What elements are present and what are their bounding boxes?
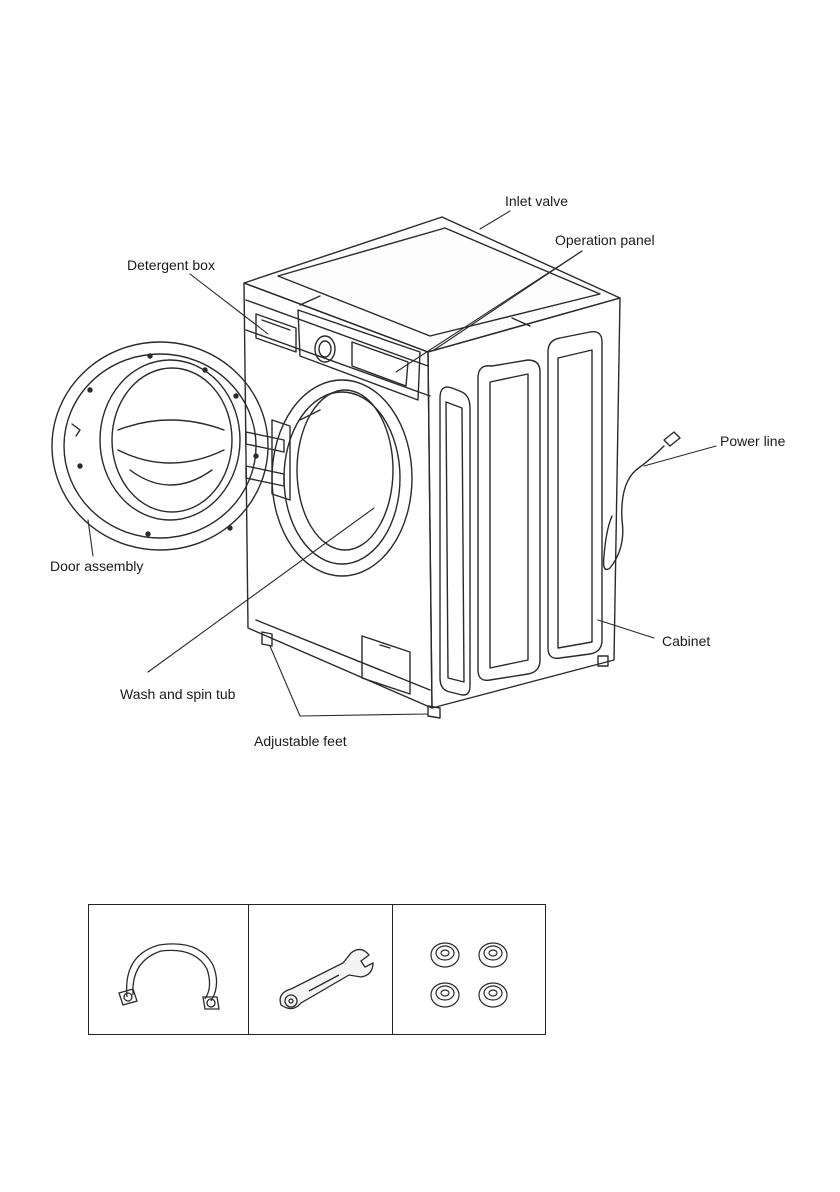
accessory-spanner <box>248 905 392 1034</box>
label-cabinet: Cabinet <box>662 633 710 649</box>
label-adjustable-feet: Adjustable feet <box>254 733 347 749</box>
accessories-box <box>88 904 546 1035</box>
inlet-hose-icon <box>89 905 246 1033</box>
washing-machine-diagram <box>0 0 840 900</box>
label-operation-panel: Operation panel <box>555 232 655 248</box>
power-line-drawing <box>604 432 680 570</box>
door-assembly-drawing <box>52 342 268 550</box>
label-door-assembly: Door assembly <box>50 558 143 574</box>
label-power-line: Power line <box>720 433 785 449</box>
label-wash-and-spin-tub: Wash and spin tub <box>120 686 235 702</box>
cabinet-body <box>244 217 620 708</box>
spanner-wrench-icon <box>249 905 391 1033</box>
label-detergent-box: Detergent box <box>127 257 215 273</box>
accessory-foot-caps <box>392 905 545 1034</box>
label-inlet-valve: Inlet valve <box>505 193 568 209</box>
foot-caps-icon <box>393 905 545 1033</box>
accessory-inlet-hose <box>89 905 248 1034</box>
